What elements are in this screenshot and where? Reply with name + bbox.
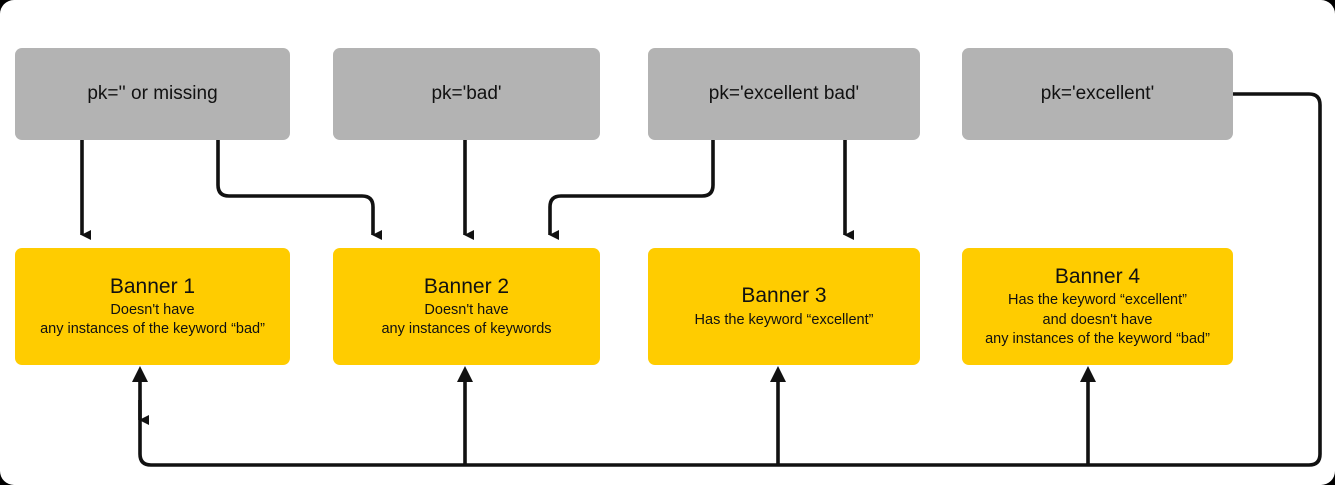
banner-title: Banner 1 (109, 274, 196, 298)
banner-desc-line: Has the keyword “excellent” (694, 311, 874, 328)
arrowhead-b4-up (1080, 366, 1096, 382)
edge-c3-b2 (548, 140, 715, 240)
condition-label: pk='excellent' (1040, 82, 1155, 104)
banner-desc-line: any instances of the keyword “bad” (40, 321, 265, 338)
arrowhead-b2-up (457, 366, 473, 382)
banner-title: Banner 4 (1054, 265, 1141, 289)
condition-box-1[interactable]: pk='' or missing (15, 48, 290, 140)
banner-box-4[interactable]: Banner 4 Has the keyword “excellent” and… (962, 248, 1233, 365)
banner-box-2[interactable]: Banner 2 Doesn't have any instances of k… (333, 248, 600, 365)
edge-c1-b2 (216, 140, 382, 240)
arrowhead-b3-up (770, 366, 786, 382)
banner-box-3[interactable]: Banner 3 Has the keyword “excellent” (648, 248, 920, 365)
condition-box-3[interactable]: pk='excellent bad' (648, 48, 920, 140)
condition-box-4[interactable]: pk='excellent' (962, 48, 1233, 140)
banner-desc-line: any instances of the keyword “bad” (985, 330, 1210, 347)
banner-desc-line: and doesn't have (1042, 311, 1153, 328)
condition-box-2[interactable]: pk='bad' (333, 48, 600, 140)
condition-label: pk='' or missing (87, 82, 218, 104)
arrowhead-b1-up (132, 366, 148, 382)
condition-label: pk='bad' (431, 82, 502, 104)
banner-desc-line: any instances of keywords (381, 321, 552, 338)
condition-label: pk='excellent bad' (708, 82, 860, 104)
banner-desc-line: Has the keyword “excellent” (1008, 292, 1187, 309)
banner-box-1[interactable]: Banner 1 Doesn't have any instances of t… (15, 248, 290, 365)
banner-title: Banner 3 (741, 284, 827, 308)
banner-desc-line: Doesn't have (424, 302, 509, 318)
banner-desc-line: Doesn't have (110, 302, 195, 318)
banner-title: Banner 2 (423, 274, 510, 298)
